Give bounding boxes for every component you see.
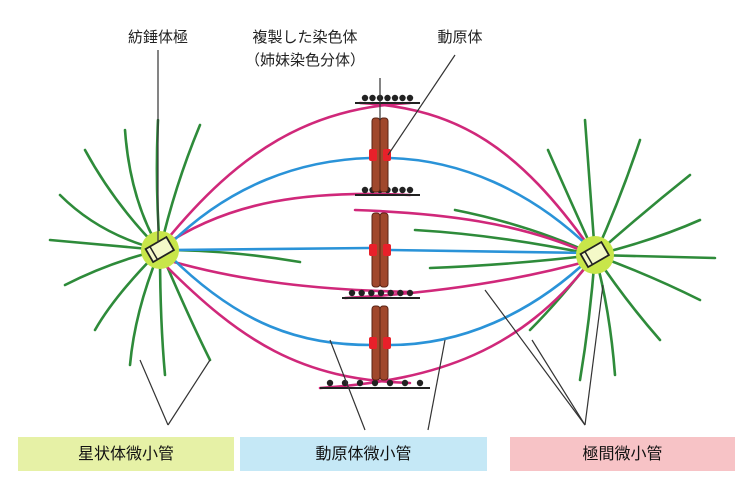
plate-dot — [384, 94, 391, 102]
kinetochore — [369, 149, 377, 161]
plate-dot — [326, 379, 334, 387]
kinetochore-label: 動原体 — [437, 28, 483, 46]
plate-dot — [348, 289, 356, 297]
plate-dot — [371, 379, 379, 387]
kinetochore — [383, 337, 391, 349]
plate-dot — [361, 186, 369, 194]
chromosome-2 — [369, 212, 391, 288]
leader-lines — [139, 50, 604, 431]
kinetochore-microtubule-legend: 動原体微小管 — [240, 437, 487, 471]
plate-dot — [356, 379, 364, 387]
chromosome-1 — [369, 117, 391, 193]
kinetochore — [383, 244, 391, 256]
astral-microtubule-legend: 星状体微小管 — [18, 437, 234, 471]
plate-dot — [358, 289, 365, 297]
spindle-pole-label: 紡錘体極 — [127, 28, 188, 46]
kinetochore — [369, 244, 377, 256]
plate-dot — [386, 379, 394, 387]
plate-dot — [361, 94, 369, 102]
plate-dot — [416, 379, 424, 387]
kinetochore-microtubules — [168, 156, 592, 347]
plate-dot — [406, 289, 414, 297]
plate-dot — [387, 289, 394, 297]
polar-microtubule-legend: 極間微小管 — [510, 437, 735, 471]
plate-dot — [399, 94, 406, 102]
plate-dot — [406, 186, 414, 194]
sister-chromatids-label: （姉妹染色分体） — [244, 51, 365, 69]
plate-dot — [391, 94, 399, 102]
plate-dot — [397, 289, 404, 297]
plate-dot — [368, 289, 375, 297]
replicated-chromosome-label: 複製した染色体 — [252, 28, 358, 46]
chromosomes — [369, 117, 391, 381]
plate-dot — [391, 186, 399, 194]
plate-dot — [377, 289, 385, 297]
spindle-pole-left — [141, 231, 179, 269]
polar-microtubules — [158, 101, 594, 390]
plate-dot — [369, 94, 376, 102]
chromosome-3 — [369, 305, 391, 381]
plate-bars — [320, 94, 430, 389]
plate-dot — [399, 186, 406, 194]
spindle-pole-right — [576, 236, 614, 274]
plate-dot — [401, 379, 409, 387]
plate-dot — [406, 94, 414, 102]
kinetochore — [369, 337, 377, 349]
kinetochore — [383, 149, 391, 161]
